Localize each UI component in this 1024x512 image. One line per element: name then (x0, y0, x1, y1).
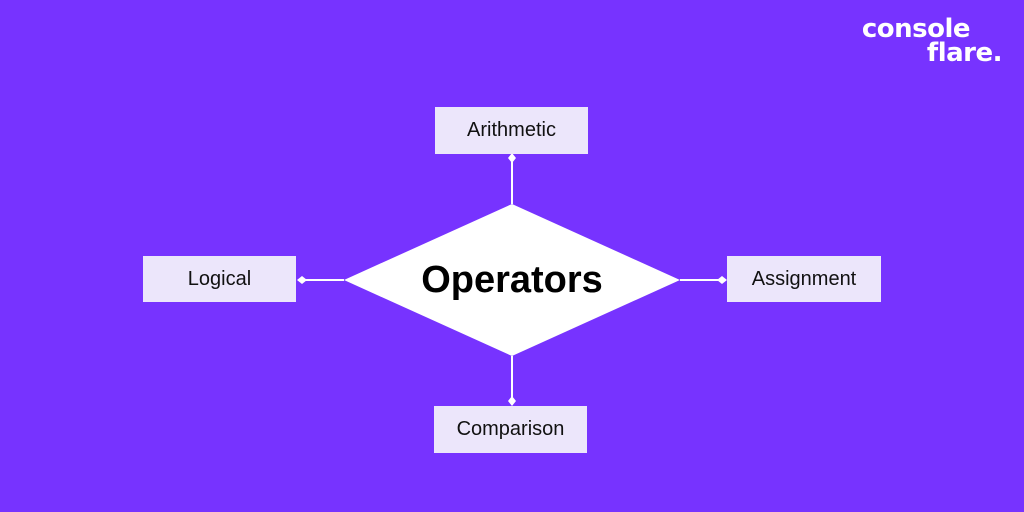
node-logical: Logical (143, 256, 296, 302)
node-logical-label: Logical (187, 267, 252, 290)
brand-logo: console flare. (842, 12, 1003, 68)
node-arithmetic-label: Arithmetic (467, 119, 556, 141)
center-label-operators: Operators (421, 258, 603, 301)
node-comparison-label: Comparison (456, 418, 565, 440)
node-assignment: Assignment (727, 256, 881, 302)
brand-logo-line1: console (861, 14, 971, 44)
node-assignment-label: Assignment (751, 267, 857, 290)
node-arithmetic: Arithmetic (435, 107, 588, 154)
node-comparison: Comparison (434, 406, 587, 453)
brand-logo-line2: flare. (926, 38, 1003, 68)
